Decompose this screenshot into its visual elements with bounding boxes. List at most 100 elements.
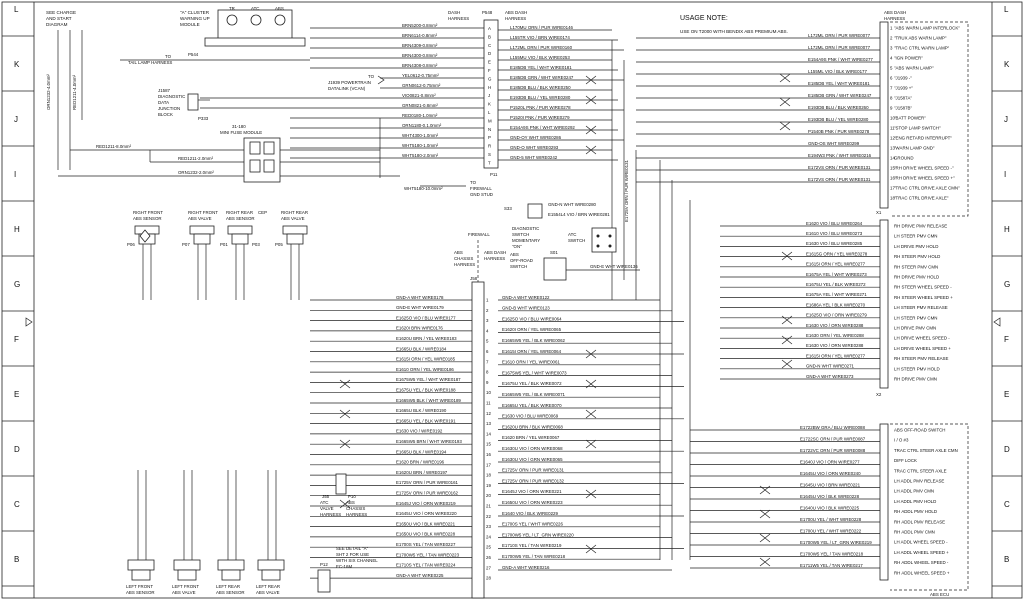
- ecu-mid-function: LH DRIVE WHEEL SPEED -: [894, 336, 950, 341]
- dash-left-wire-label: GRN0612-0.75mm²: [402, 83, 441, 88]
- svg-text:CHASSIS: CHASSIS: [346, 506, 365, 511]
- svg-text:HARNESS: HARNESS: [448, 16, 469, 21]
- sensor-top-label: CEP: [258, 210, 267, 215]
- svg-text:FIREWALL: FIREWALL: [470, 186, 492, 191]
- chassis-pin-number: 10: [486, 390, 491, 395]
- chassis-pin-number: 24: [486, 534, 491, 539]
- svg-text:S33: S33: [504, 206, 512, 211]
- ecu-top-wire-label: L172ML ORN / PUR WIRE0077: [808, 45, 871, 50]
- sensor-bottom-label: LEFT FRONT: [172, 584, 199, 589]
- left-vertical-wire-1: ORN1232-4.0mm²: [46, 74, 51, 110]
- sensor-plug-icon: [227, 225, 253, 235]
- sensor-top-connector: P01: [220, 242, 228, 247]
- svg-text:ORN1232-2.0mm²: ORN1232-2.0mm²: [178, 170, 214, 175]
- svg-text:ATC: ATC: [320, 500, 328, 505]
- ecu-mid-function: RH DRIVE PMV CMN: [894, 377, 937, 382]
- sensor-bottom-label: LEFT REAR: [256, 584, 280, 589]
- dash-right-wire-label: E154A9S PNK / WHT WIRE0292: [510, 125, 575, 130]
- svg-text:FIREWALL: FIREWALL: [468, 232, 490, 237]
- ecu-mid-function: RH STEER PMV HOLD: [894, 254, 940, 259]
- svg-text:TO: TO: [165, 54, 172, 59]
- offroad-switch: ABS OFF-ROAD SWITCH S01: [510, 250, 567, 281]
- zone-letter-left: B: [14, 555, 19, 564]
- ecu-mid-function: RH DRIVE PMV RELEASE: [894, 224, 947, 229]
- mid-wire-label: E1620 BRN / YEL WIRE0067: [502, 435, 560, 440]
- svg-text:"A" CLUSTER: "A" CLUSTER: [180, 10, 210, 15]
- svg-text:DATALINK (VCAN): DATALINK (VCAN): [328, 86, 366, 91]
- ecu-low-function: RH ADDL PMV CMN: [894, 530, 935, 535]
- mid-wire-label: E1725V ORN / PUR WIRE0131: [502, 468, 565, 473]
- chassis-pin-number: 3: [486, 318, 489, 323]
- ecu-mid-wire-label: E1630 VIO / ORN WIRE0288: [806, 343, 864, 348]
- zone-letter-left: H: [14, 225, 20, 234]
- chassis-pin-number: 6: [486, 349, 489, 354]
- chassis-wire-label: E1650U VIO / BLK WIRE0228: [396, 532, 456, 537]
- dash-left-wire-label: BRN4308-0.8mm²: [402, 63, 438, 68]
- zone-letter-right: E: [1004, 390, 1009, 399]
- svg-text:P548: P548: [482, 10, 493, 15]
- dash-right-wire-label: GND-O WHT WIRE0293: [510, 145, 559, 150]
- diagnostic-junction-block: J1587 DIAGNOSTIC DATA JUNCTION BLOCK P33…: [158, 88, 209, 121]
- ecu-top-wire-label: P1540B PNK / PUR WIRE0278: [808, 129, 870, 134]
- ecu-top-wire-label: E194W3 PNK / WHT WIRE0216: [808, 153, 872, 158]
- dash-right-wire-label: L172ML ORN / PUR WIRE0160: [510, 45, 573, 50]
- dash-pin-letter: K: [488, 102, 491, 107]
- ecu-top-pin: 7: [890, 86, 893, 91]
- mid-wire-label: E1665W5 YEL / BLK WIRE0071: [502, 392, 566, 397]
- chassis-pin-number: 8: [486, 370, 489, 375]
- ecu-top-function: "ABS WARN LAMP": [894, 66, 934, 71]
- ecu-top-pin: 11: [890, 126, 895, 131]
- ecu-mid-wire-label: E1675A YEL / WHT WIRE0271: [806, 292, 867, 297]
- sensor-top-label: RIGHT FRONT: [133, 210, 163, 215]
- sensor-plug-icon: [217, 559, 245, 571]
- mid-wire-label: E1665W5 YEL / BLK WIRE0062: [502, 338, 566, 343]
- abs-ecu-label: ABS ECU: [930, 592, 949, 597]
- ecu-top-function: GROUND: [894, 156, 914, 161]
- ecu-connector-x1: [879, 21, 889, 209]
- sensor-bottom-label: ABS SENSOR: [216, 590, 245, 595]
- zone-letter-right: D: [1004, 445, 1010, 454]
- svg-text:P12: P12: [320, 562, 328, 567]
- dash-left-wire-label: BRN5200-0.8mm²: [402, 23, 438, 28]
- chassis-wire-label: E1620U BRN / WIRE0197: [396, 470, 448, 475]
- svg-text:AND START: AND START: [46, 16, 72, 21]
- svg-text:J55: J55: [322, 494, 330, 499]
- ecu-top-function: "STOP LAMP SWITCH": [894, 126, 941, 131]
- chassis-wire-label: E1645U VIO / ORN WIRE0220: [396, 511, 457, 516]
- ecu-top-pin: 6: [890, 76, 893, 81]
- dash-left-wire-label: BRN4309-0.8mm²: [402, 43, 438, 48]
- chassis-pin-number: 19: [486, 483, 491, 488]
- svg-text:RED1211-2.0mm²: RED1211-2.0mm²: [178, 156, 214, 161]
- dash-pin-letter: P: [488, 135, 491, 140]
- svg-text:SWITCH: SWITCH: [510, 264, 527, 269]
- ecu-top-wire-label: E172VS ORN / PUR WIRE0131: [808, 165, 871, 170]
- chassis-wire-label: E1725V ORN / PUR WIRE0162: [396, 491, 459, 496]
- left-vertical-wire-2: RED1211-4.0mm²: [72, 74, 77, 110]
- dash-right-wire-label: E185DB BLU / BLK WIRE0250: [510, 85, 571, 90]
- svg-text:RED1211-8.0mm²: RED1211-8.0mm²: [96, 144, 132, 149]
- ecu-top-pin: 2: [890, 36, 893, 41]
- chassis-wire-label: E1645J VIO / ORN WIRE0219: [396, 501, 456, 506]
- ecu-top-function: "J1939 +": [894, 86, 913, 91]
- ecu-mid-wire-label: E1675U YEL / BLK WIRE0272: [806, 282, 866, 287]
- ecu-top-wire-label: GND-OS WHT WIRE0299: [808, 141, 860, 146]
- ecu-top-wire-label: E154A9S PNK / WHT WIRE0277: [808, 57, 873, 62]
- svg-text:GND STUD: GND STUD: [470, 192, 493, 197]
- dash-pin-letter: J: [488, 93, 490, 98]
- chassis-wire-label: E1620 BRN / WIRE0196: [396, 460, 445, 465]
- svg-text:ATC: ATC: [251, 6, 259, 11]
- ecu-low-wire-label: E1722SC ORN / PUR WIRE0087: [800, 436, 866, 441]
- ecu-low-function: RH ADDL WHEEL SPEED -: [894, 560, 949, 565]
- svg-text:DIAGNOSTIC: DIAGNOSTIC: [158, 94, 185, 99]
- mid-wire-label: E1725V ORN / PUR WIRE0132: [502, 478, 565, 483]
- svg-text:SEE CHARGE: SEE CHARGE: [46, 10, 76, 15]
- zone-letter-left: J: [14, 115, 18, 124]
- svg-text:SHT 2 FOR USE: SHT 2 FOR USE: [336, 552, 369, 557]
- chassis-wire-label: E1665W5 BLK / WHT WIRE0189: [396, 398, 461, 403]
- zone-letter-right: J: [1004, 115, 1008, 124]
